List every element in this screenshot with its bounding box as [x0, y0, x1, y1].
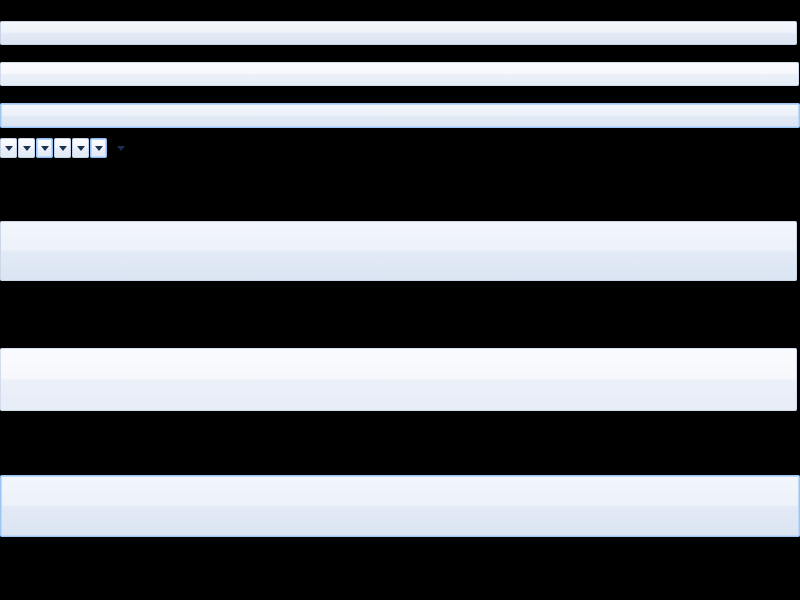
- chevron-down-icon: [4, 145, 13, 151]
- select-bar-2[interactable]: [0, 62, 799, 86]
- chevron-down-icon: [117, 145, 125, 151]
- dropdown-button-1[interactable]: [0, 138, 17, 158]
- select-bar-4[interactable]: [0, 221, 797, 281]
- dropdown-button-3[interactable]: [36, 138, 53, 158]
- dropdown-button-row: [0, 138, 128, 158]
- select-bar-1[interactable]: [0, 21, 797, 45]
- chevron-down-icon: [94, 145, 103, 151]
- select-bar-6[interactable]: [0, 475, 800, 537]
- dropdown-button-6[interactable]: [90, 138, 107, 158]
- chevron-down-icon: [76, 145, 85, 151]
- chevron-down-icon: [40, 145, 49, 151]
- dropdown-button-2[interactable]: [18, 138, 35, 158]
- dropdown-button-4[interactable]: [54, 138, 71, 158]
- standalone-chevron-down-icon[interactable]: [114, 138, 128, 158]
- select-bar-5[interactable]: [0, 348, 797, 411]
- chevron-down-icon: [22, 145, 31, 151]
- chevron-down-icon: [58, 145, 67, 151]
- dropdown-button-5[interactable]: [72, 138, 89, 158]
- select-bar-3[interactable]: [0, 103, 800, 128]
